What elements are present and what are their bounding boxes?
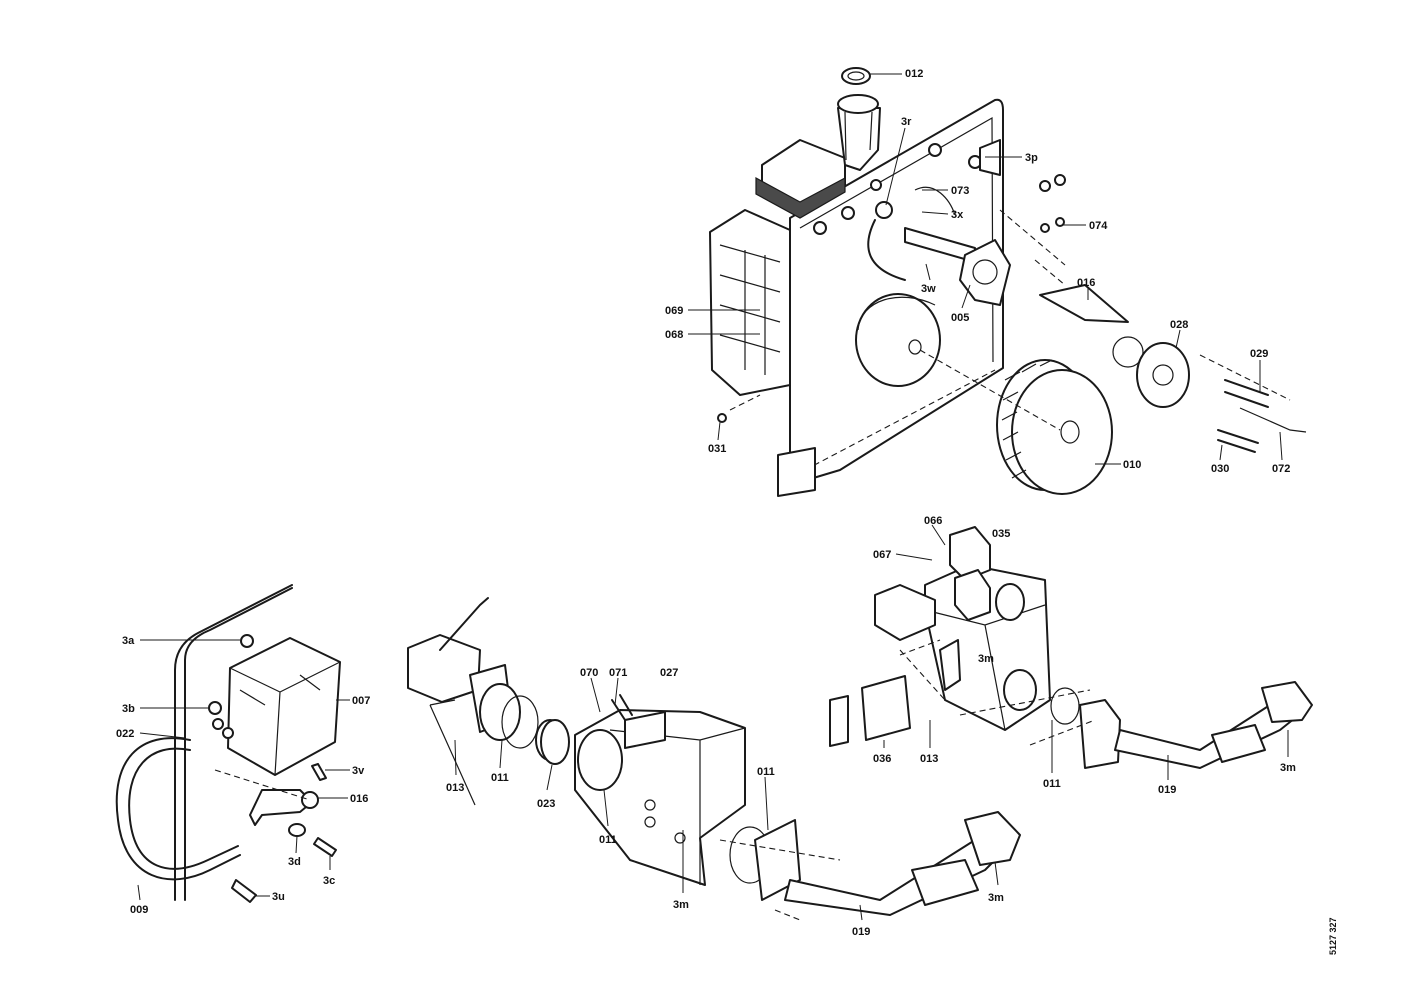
label-074: 074 bbox=[1089, 220, 1108, 232]
label-029: 029 bbox=[1250, 348, 1268, 360]
label-022: 022 bbox=[116, 728, 134, 740]
label-3a: 3a bbox=[122, 635, 135, 647]
label-010: 010 bbox=[1123, 459, 1141, 471]
label-3p: 3p bbox=[1025, 152, 1038, 164]
label-019-middle: 019 bbox=[852, 926, 870, 938]
label-013-middle: 013 bbox=[446, 782, 464, 794]
label-3m-middle-1: 3m bbox=[673, 899, 689, 911]
label-3m-right-1: 3m bbox=[978, 653, 994, 665]
gas-valve-assembly-right bbox=[829, 526, 1313, 769]
label-073: 073 bbox=[951, 185, 969, 197]
hose-009 bbox=[115, 737, 241, 881]
label-072: 072 bbox=[1272, 463, 1290, 475]
label-070: 070 bbox=[580, 667, 598, 679]
side-block bbox=[709, 209, 791, 396]
electrode-029 bbox=[1224, 379, 1269, 396]
label-069: 069 bbox=[665, 305, 683, 317]
diffuser-disc-028 bbox=[1136, 342, 1190, 408]
label-3c: 3c bbox=[323, 875, 335, 887]
label-3r: 3r bbox=[901, 116, 912, 128]
label-007: 007 bbox=[352, 695, 370, 707]
fan-motor bbox=[855, 293, 941, 387]
label-3d: 3d bbox=[288, 856, 301, 868]
labels: 012 3r 3p 073 3x 074 3w 005 016 028 029 … bbox=[116, 68, 1338, 955]
label-016-top: 016 bbox=[1077, 277, 1095, 289]
cover-007 bbox=[227, 637, 341, 776]
label-023: 023 bbox=[537, 798, 555, 810]
label-013-right: 013 bbox=[920, 753, 938, 765]
label-066: 066 bbox=[924, 515, 942, 527]
bracket-016 bbox=[249, 789, 313, 826]
label-009: 009 bbox=[130, 904, 148, 916]
seal-023 bbox=[540, 719, 570, 765]
air-damper-005 bbox=[959, 239, 1011, 306]
label-036: 036 bbox=[873, 753, 891, 765]
label-031: 031 bbox=[708, 443, 726, 455]
coil-035 bbox=[949, 526, 991, 581]
label-3v: 3v bbox=[352, 765, 365, 777]
label-011-middle-1: 011 bbox=[491, 772, 509, 784]
pump-cover-assembly bbox=[115, 584, 341, 903]
label-3b: 3b bbox=[122, 703, 135, 715]
label-012: 012 bbox=[905, 68, 923, 80]
label-067: 067 bbox=[873, 549, 891, 561]
label-3x: 3x bbox=[951, 209, 964, 221]
electrode-030 bbox=[1217, 429, 1259, 453]
label-030: 030 bbox=[1211, 463, 1229, 475]
label-019-right: 019 bbox=[1158, 784, 1176, 796]
burner-housing-assembly bbox=[709, 67, 1307, 497]
filter-036 bbox=[861, 675, 911, 741]
label-035: 035 bbox=[992, 528, 1010, 540]
washer-012 bbox=[841, 67, 871, 85]
label-005: 005 bbox=[951, 312, 969, 324]
label-3w: 3w bbox=[921, 283, 936, 295]
label-028: 028 bbox=[1170, 319, 1188, 331]
label-011-middle-2: 011 bbox=[599, 834, 617, 846]
electrode-072 bbox=[1239, 407, 1307, 433]
label-3m-right-2: 3m bbox=[1280, 762, 1296, 774]
label-068: 068 bbox=[665, 329, 683, 341]
housing-plate bbox=[789, 98, 1004, 483]
label-3u: 3u bbox=[272, 891, 285, 903]
label-011-right: 011 bbox=[1043, 778, 1061, 790]
drawing-reference: 5127 327 bbox=[1328, 917, 1338, 955]
gas-valve-assembly-middle bbox=[407, 597, 1021, 921]
label-011-middle-3: 011 bbox=[757, 766, 775, 778]
label-071: 071 bbox=[609, 667, 627, 679]
label-3m-middle-2: 3m bbox=[988, 892, 1004, 904]
label-027: 027 bbox=[660, 667, 678, 679]
label-016-left: 016 bbox=[350, 793, 368, 805]
blast-tube-016 bbox=[1039, 284, 1129, 323]
